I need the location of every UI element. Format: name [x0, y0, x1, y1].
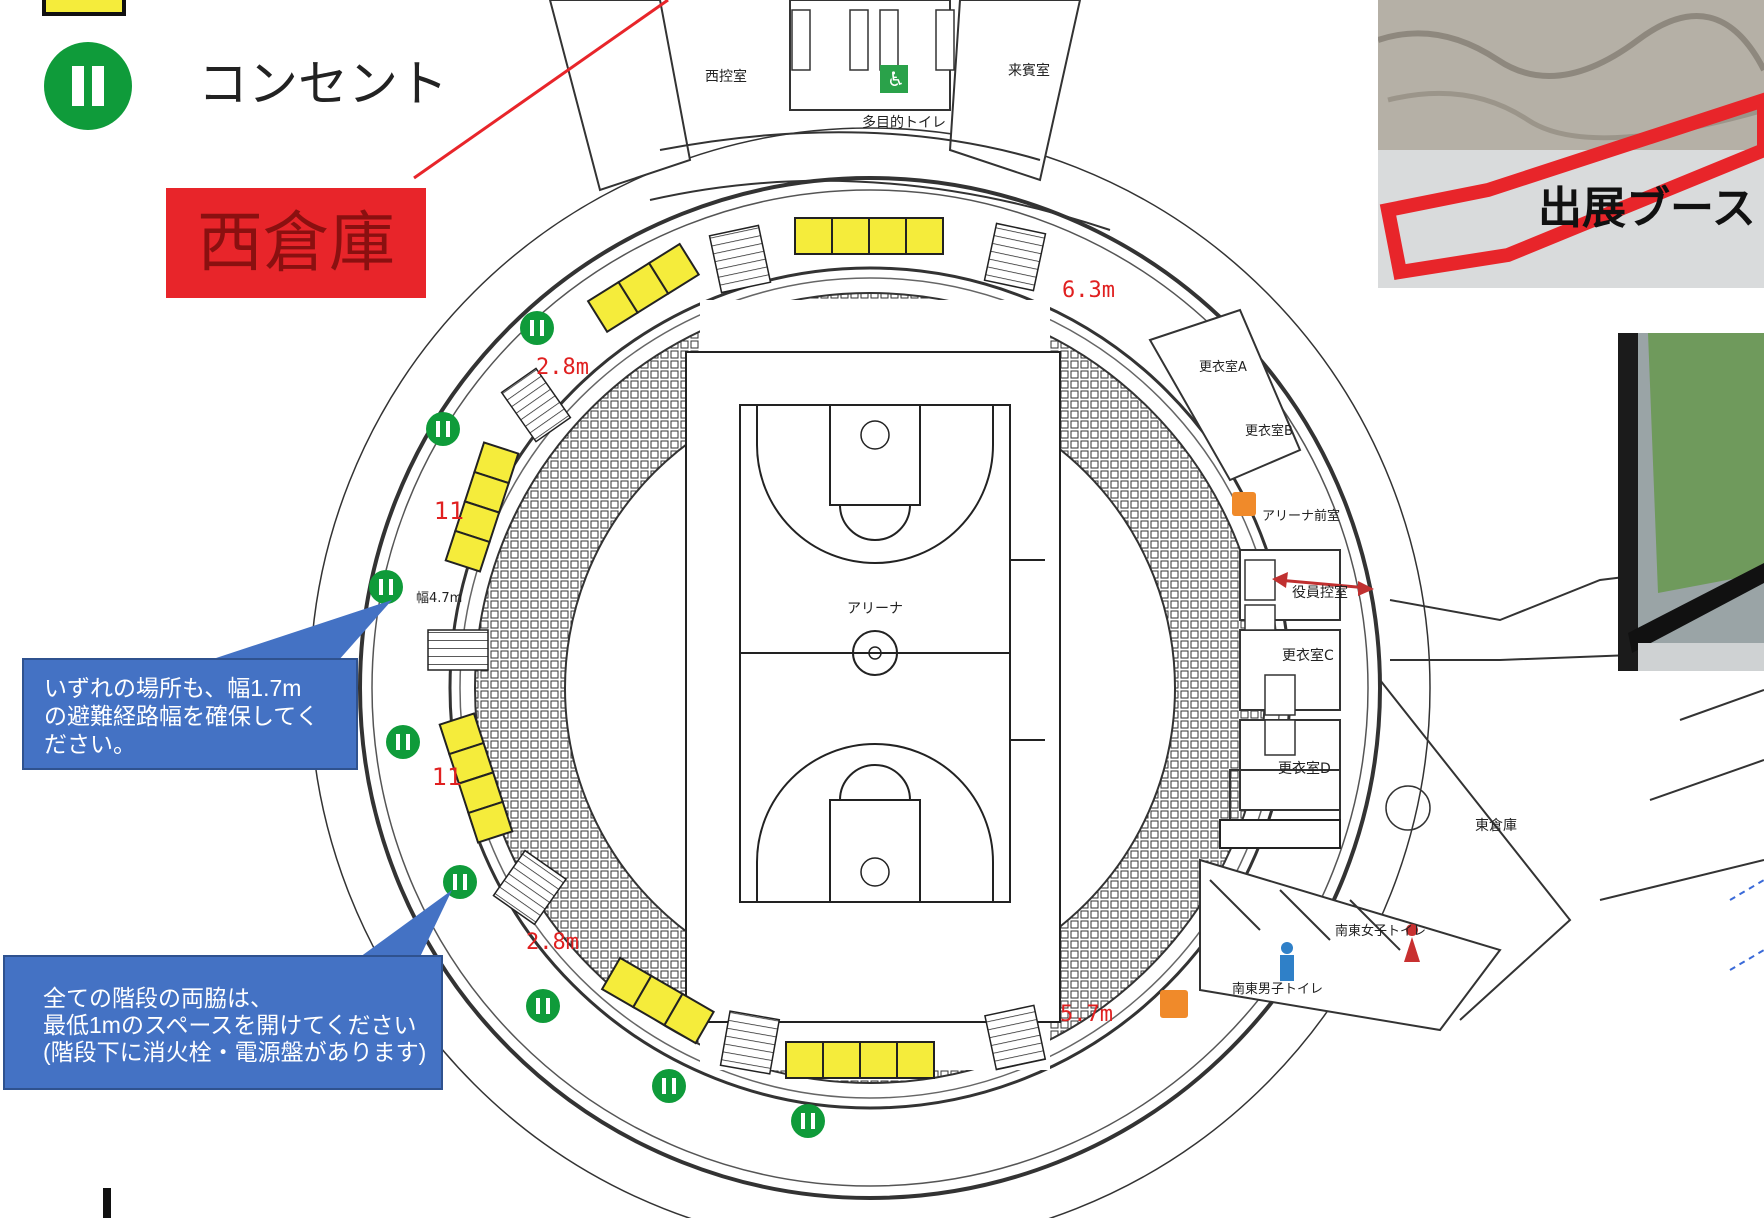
- outlet-icon: [526, 989, 560, 1023]
- women-toilet-icon: [1404, 924, 1420, 962]
- room-label: 更衣室C: [1282, 648, 1334, 664]
- svg-text:♿: ♿: [887, 67, 905, 91]
- booth: [647, 242, 701, 295]
- south-east-block: [1199, 559, 1764, 1032]
- booth-blocks: [438, 217, 944, 1079]
- outlet-icon: [426, 412, 460, 446]
- locker-row: [1219, 819, 1341, 849]
- booth-photo: 出展ブース: [1378, 0, 1764, 288]
- room-label: 多目的トイレ: [862, 115, 946, 131]
- callout-line: (階段下に消火栓・電源盤があります): [43, 1039, 427, 1065]
- callout-pointer: [360, 890, 452, 957]
- aed-icon: [1160, 990, 1188, 1018]
- outlet-icon: [386, 725, 420, 759]
- room-label: アリーナ前室: [1262, 509, 1341, 524]
- room-label: 更衣室D: [1278, 761, 1331, 777]
- booth: [794, 217, 833, 255]
- booth: [859, 1041, 898, 1079]
- booth: [831, 217, 870, 255]
- callout-pointer: [210, 600, 392, 670]
- callout-line: の避難経路幅を確保してく: [44, 703, 319, 729]
- window-photo-image: [1618, 333, 1764, 671]
- window-photo: [1618, 333, 1764, 671]
- arena-floor: [685, 351, 1061, 1023]
- room-label: 東倉庫: [1475, 818, 1517, 834]
- stairs: [427, 222, 1047, 1075]
- booth: [467, 800, 514, 844]
- aed-icon: [1232, 492, 1256, 516]
- storage-leader-line: [413, 0, 669, 180]
- booth: [896, 1041, 935, 1079]
- evacuation-callout: いずれの場所も、幅1.7m の避難経路幅を確保してく ださい。: [22, 658, 358, 770]
- room-label: 更衣室B: [1245, 424, 1293, 439]
- room-label: 役員控室: [1292, 585, 1348, 601]
- west-storage-label: 西倉庫: [166, 188, 426, 298]
- outer-ring-wall: [358, 176, 1382, 1200]
- room-label: 南東男子トイレ: [1232, 982, 1324, 997]
- dimension-label: 2.8m: [536, 355, 589, 380]
- booth: [905, 217, 944, 255]
- outlet-markers: [369, 311, 825, 1138]
- outlet-icon: [652, 1069, 686, 1103]
- dimension-label: 5.7m: [1060, 1002, 1113, 1027]
- men-toilet-icon: [1280, 942, 1294, 981]
- outlet-legend-icon: [44, 42, 132, 130]
- booth-legend-swatch: [42, 0, 126, 16]
- north-wing: [548, 0, 1111, 231]
- booth: [785, 1041, 824, 1079]
- dimension-label: 11: [432, 763, 463, 791]
- width-arrow: [1272, 572, 1374, 596]
- booth: [868, 217, 907, 255]
- outlet-legend-label: コンセント: [198, 55, 448, 113]
- dimension-label: 11: [434, 497, 465, 525]
- booth: [444, 529, 491, 573]
- outlet-icon: [791, 1104, 825, 1138]
- room-label: 来賓室: [1008, 63, 1050, 79]
- outlet-icon: [520, 311, 554, 345]
- room-label: 南東女子トイレ: [1335, 924, 1427, 939]
- booth-photo-label: 出展ブース: [1538, 183, 1756, 234]
- corner-mark: [103, 1188, 111, 1218]
- room-label: 西控室: [705, 69, 747, 85]
- booth-photo-image: [1378, 0, 1764, 288]
- outlet-icon: [369, 570, 403, 604]
- booth: [663, 992, 715, 1045]
- dimension-label: 幅4.7m: [416, 591, 463, 606]
- booth: [822, 1041, 861, 1079]
- callout-line: いずれの場所も、幅1.7m: [44, 675, 302, 701]
- accessible-toilet-icon: [880, 65, 908, 93]
- stairs-callout: 全ての階段の両脇は、 最低1mのスペースを開けてください (階段下に消火栓・電源…: [3, 955, 443, 1090]
- room-label: 更衣室A: [1199, 360, 1247, 375]
- dimension-label: 2.8m: [526, 930, 579, 955]
- arena-label: アリーナ: [847, 601, 903, 617]
- dimension-label: 6.3m: [1062, 278, 1115, 303]
- callout-line: ださい。: [44, 731, 136, 757]
- callout-line: 最低1mのスペースを開けてください: [43, 1012, 417, 1038]
- callout-line: 全ての階段の両脇は、: [43, 985, 273, 1011]
